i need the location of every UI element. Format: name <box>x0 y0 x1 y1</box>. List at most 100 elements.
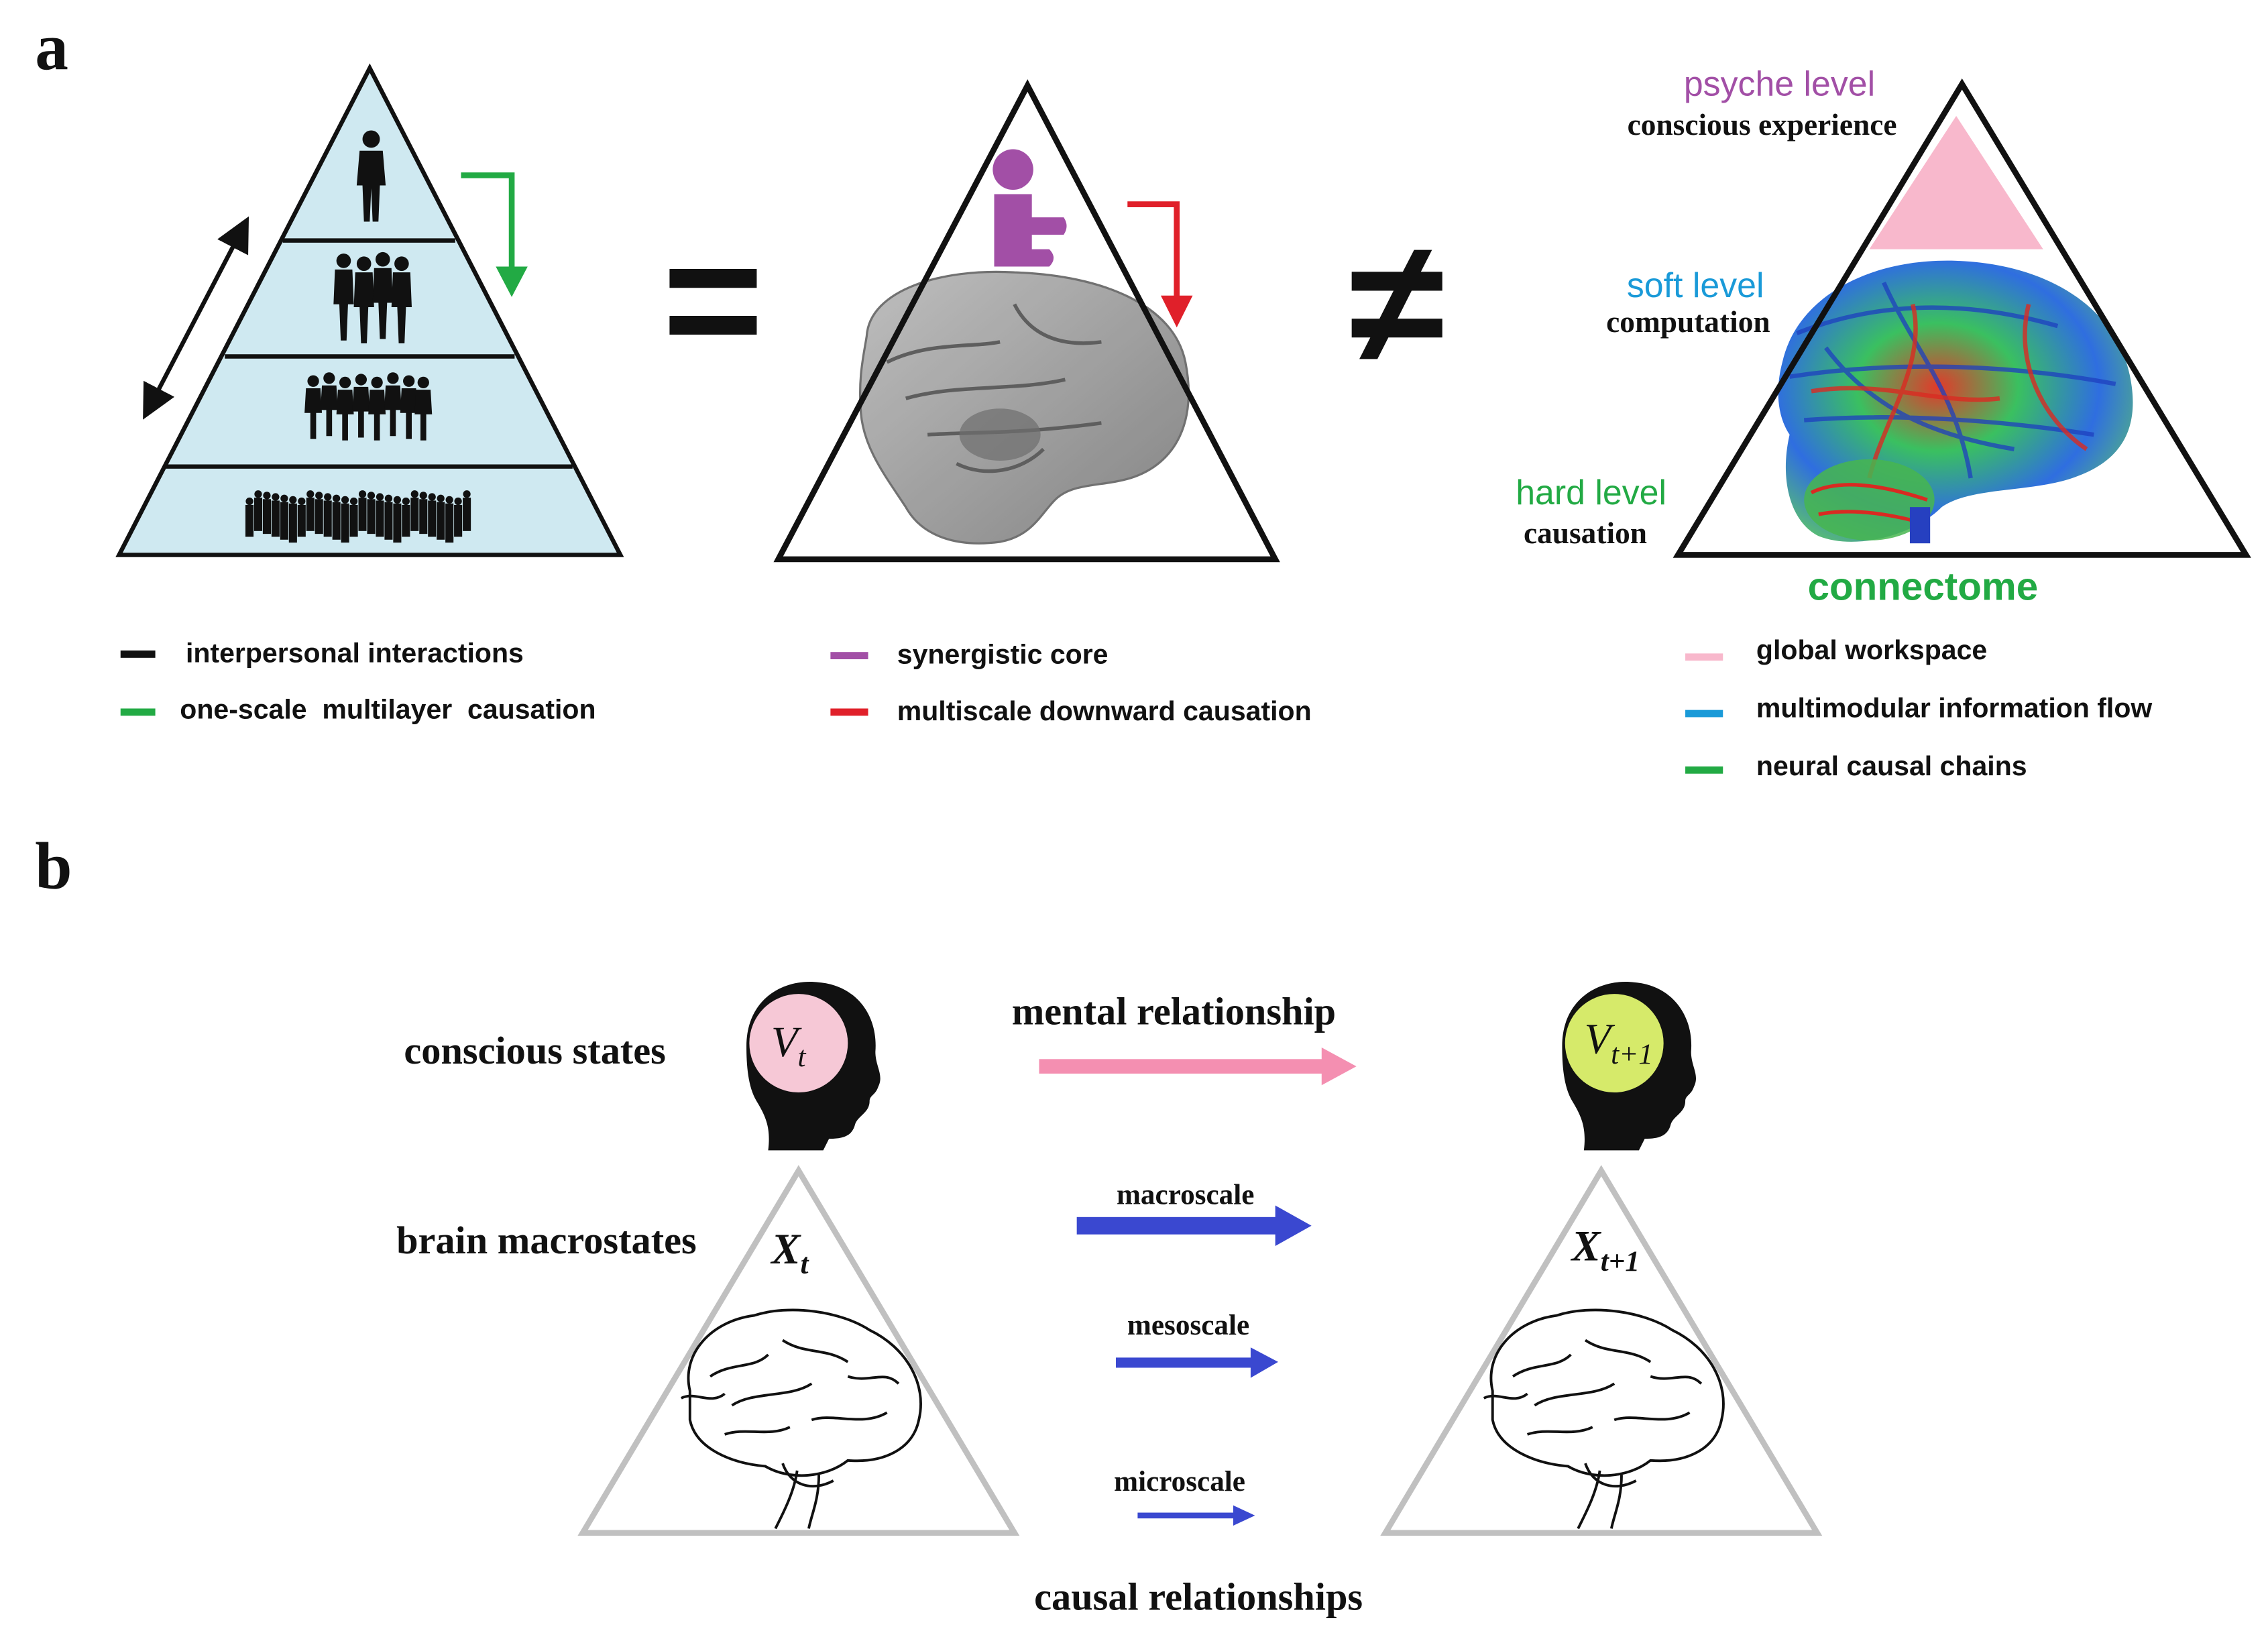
legend-swatch <box>120 708 156 716</box>
crowd-person-head <box>428 493 436 501</box>
mental-relationship-arrow <box>1039 1047 1357 1086</box>
macrostate-triangle-left <box>577 1165 1020 1536</box>
legend-label: global workspace <box>1756 634 1987 665</box>
crowd-person-head <box>376 493 384 501</box>
crowd-person-head <box>289 496 297 504</box>
macrostate-triangle-right <box>1380 1165 1823 1536</box>
crowd-person-head <box>280 494 288 502</box>
hard-level-subtitle: causation <box>1524 516 1647 550</box>
crowd-person-body <box>245 504 254 537</box>
crowd-person-head <box>402 497 410 506</box>
equals-sign: = <box>663 202 764 396</box>
arrow-head <box>496 266 528 297</box>
crowd-person-head <box>324 493 332 501</box>
panel-a-label: a <box>35 11 68 84</box>
legend-right: global workspace multimodular informatio… <box>1685 634 2152 781</box>
x-t-symbol: Xt <box>770 1225 809 1280</box>
crowd-person-body <box>437 502 445 540</box>
crowd-person-body <box>376 500 384 537</box>
crowd-person-head <box>454 497 462 506</box>
crowd-person-body <box>445 503 454 543</box>
not-equals-sign: ≠ <box>1349 205 1444 399</box>
crowd-person-body <box>262 499 271 534</box>
triangle-outline <box>773 79 1280 563</box>
crowd-person-body <box>288 503 297 543</box>
crowd-person-head <box>245 497 253 506</box>
psyche-level-subtitle: conscious experience <box>1628 108 1897 141</box>
mesoscale-label: mesoscale <box>1127 1310 1249 1341</box>
seated-person-icon <box>993 149 1067 267</box>
x-t1-symbol: Xt+1 <box>1571 1223 1640 1278</box>
macroscale-label: macroscale <box>1117 1179 1254 1210</box>
conscious-states-label: conscious states <box>404 1029 665 1072</box>
crowd-person-head <box>306 490 315 498</box>
tractography-brain-icon <box>1778 260 2133 544</box>
crowd-person-body <box>271 500 280 537</box>
conscious-state-circle <box>1565 994 1664 1093</box>
legend-label: interpersonal interactions <box>186 637 524 668</box>
brain-outline-icon <box>1483 1308 1725 1530</box>
legend-swatch <box>1685 653 1723 661</box>
crowd-person-body <box>297 504 306 537</box>
v-subscript: t+1 <box>1611 1039 1653 1070</box>
soft-level-subtitle: computation <box>1606 305 1770 339</box>
x-base: X <box>770 1225 801 1273</box>
legend-label: neural causal chains <box>1756 750 2027 781</box>
crowd-person-body <box>384 502 393 540</box>
businessman-icon <box>356 130 386 222</box>
crowd-person-head <box>263 492 271 500</box>
x-subscript: t+1 <box>1601 1246 1640 1278</box>
legend-swatch <box>1685 710 1723 718</box>
head-silhouette-icon <box>1562 982 1697 1151</box>
legend-swatch <box>830 708 868 716</box>
brain-outline-icon <box>680 1308 922 1530</box>
crowd-person-head <box>463 490 471 498</box>
macroscale-arrow <box>1076 1205 1312 1247</box>
legend-middle: synergistic core multiscale downward cau… <box>830 639 1312 726</box>
crowd-icon <box>304 372 433 441</box>
psyche-level-title: psyche level <box>1684 64 1875 103</box>
v-base: V <box>771 1018 802 1066</box>
conscious-state-circle <box>749 994 848 1093</box>
crowd-person-head <box>437 494 445 502</box>
crowd-person-body <box>463 498 471 531</box>
crowd-person-body <box>402 504 410 537</box>
panel-b-label: b <box>35 829 72 903</box>
legend-swatch <box>1685 766 1723 774</box>
crowd-person-body <box>428 500 437 537</box>
crowd-person-head <box>298 497 306 506</box>
soft-level-title: soft level <box>1627 266 1764 304</box>
crowd-person-head <box>384 494 393 502</box>
legend-label: multiscale downward causation <box>897 695 1312 726</box>
crowd-person-body <box>410 498 419 531</box>
arrow-head <box>1160 295 1193 328</box>
crowd-person-body <box>419 499 428 534</box>
triangle-outline <box>577 1165 1020 1536</box>
crowd-person-body <box>454 504 463 537</box>
crowd-person-head <box>341 496 349 504</box>
synergistic-triangle <box>773 79 1280 563</box>
v-base: V <box>1585 1015 1615 1064</box>
causal-relationships-label: causal relationships <box>1034 1575 1363 1618</box>
legend-swatch <box>830 652 868 660</box>
crowd-person-head <box>419 492 427 500</box>
crowd-person-head <box>410 490 418 498</box>
one-scale-causation-arrow <box>461 172 515 273</box>
legend-label: multimodular information flow <box>1756 692 2152 723</box>
people-group-icon <box>333 251 412 344</box>
microscale-arrow <box>1137 1505 1255 1526</box>
crowd-person-body <box>253 498 263 531</box>
crowd-person-head <box>254 490 262 498</box>
connectome-label: connectome <box>1808 565 2039 608</box>
mental-relationship-label: mental relationship <box>1012 989 1336 1033</box>
social-pyramid <box>115 63 624 557</box>
head-silhouette-icon <box>746 982 881 1151</box>
crowd-person-head <box>315 492 323 500</box>
x-base: X <box>1571 1223 1602 1271</box>
x-subscript: t <box>800 1249 809 1280</box>
crowd-person-body <box>367 499 376 534</box>
legend-swatch <box>120 650 156 658</box>
crowd-person-body <box>349 504 358 537</box>
mesoscale-arrow <box>1115 1347 1278 1378</box>
crowd-person-body <box>332 502 341 540</box>
